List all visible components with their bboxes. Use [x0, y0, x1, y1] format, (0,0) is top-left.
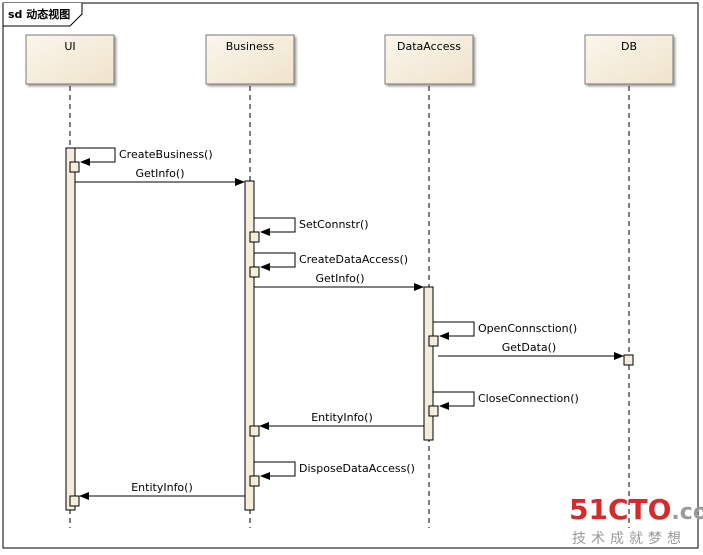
- message-m6-arrow[interactable]: [433, 321, 475, 340]
- message-m3-label: SetConnstr(): [299, 218, 369, 231]
- exec-box-ui-1: [69, 161, 80, 173]
- message-m5-label: GetInfo(): [315, 272, 364, 285]
- lifeline-business-label: Business: [226, 40, 275, 53]
- exec-box-business-4: [249, 475, 260, 487]
- message-m6-label: OpenConnsction(): [478, 322, 577, 335]
- message-m4-label: CreateDataAccess(): [299, 253, 408, 266]
- message-m10-arrow[interactable]: [254, 461, 296, 480]
- exec-box-db-1: [623, 354, 634, 366]
- lifeline-dataaccess: DataAccess: [384, 34, 474, 528]
- frame-title-tab: [2, 3, 83, 27]
- exec-box-business-3: [249, 425, 260, 437]
- lifeline-dataaccess-label: DataAccess: [397, 40, 461, 53]
- activation-dataaccess: [423, 286, 434, 441]
- message-m11: EntityInfo(): [79, 481, 245, 500]
- exec-box-ui-2: [69, 495, 80, 507]
- lifeline-ui-label: UI: [64, 40, 75, 53]
- watermark-slogan: 技术成就梦想: [572, 531, 686, 547]
- message-m3-arrow[interactable]: [254, 217, 296, 236]
- message-m5: GetInfo(): [254, 272, 424, 291]
- diagram-frame: [2, 2, 699, 549]
- message-m1-arrow[interactable]: [75, 147, 116, 166]
- exec-box-business-2: [249, 266, 260, 278]
- lifeline-dataaccess-header[interactable]: [384, 34, 474, 85]
- message-m10-label: DisposeDataAccess(): [299, 462, 415, 475]
- message-m9: EntityInfo(): [259, 411, 424, 430]
- watermark-cto: CTO: [608, 493, 671, 526]
- message-m7: GetData(): [438, 341, 624, 360]
- message-m2-label: GetInfo(): [135, 167, 184, 180]
- message-m11-label: EntityInfo(): [131, 481, 193, 494]
- activation-business: [244, 180, 255, 511]
- exec-box-business-1: [249, 231, 260, 243]
- frame-title: sd 动态视图: [8, 7, 70, 21]
- watermark-logo: 51CTO.com 技术成就梦想: [569, 493, 703, 547]
- message-m8-label: CloseConnection(): [478, 392, 579, 405]
- svg-text:51CTO.com: 51CTO.com: [569, 493, 703, 526]
- lifeline-db-header[interactable]: [584, 34, 674, 85]
- lifeline-db: DB: [584, 34, 674, 528]
- exec-box-dataaccess-1: [428, 335, 439, 347]
- message-m3: SetConnstr(): [254, 217, 369, 236]
- message-m2: GetInfo(): [75, 167, 245, 186]
- activation-ui: [65, 147, 76, 511]
- exec-box-dataaccess-2: [428, 405, 439, 417]
- lifeline-db-label: DB: [621, 40, 637, 53]
- message-m4: CreateDataAccess(): [254, 252, 408, 271]
- message-m7-label: GetData(): [502, 341, 556, 354]
- message-m6: OpenConnsction(): [433, 321, 577, 340]
- message-m1: CreateBusiness(): [75, 147, 213, 166]
- watermark-dotcom: .com: [671, 500, 703, 525]
- message-m10: DisposeDataAccess(): [254, 461, 415, 480]
- watermark-51: 51: [569, 493, 608, 526]
- lifeline-ui-header[interactable]: [25, 34, 115, 85]
- message-m8-arrow[interactable]: [433, 391, 475, 410]
- lifeline-business-header[interactable]: [205, 34, 295, 85]
- message-m1-label: CreateBusiness(): [119, 148, 213, 161]
- message-m9-label: EntityInfo(): [311, 411, 373, 424]
- message-m4-arrow[interactable]: [254, 252, 296, 271]
- message-m8: CloseConnection(): [433, 391, 579, 410]
